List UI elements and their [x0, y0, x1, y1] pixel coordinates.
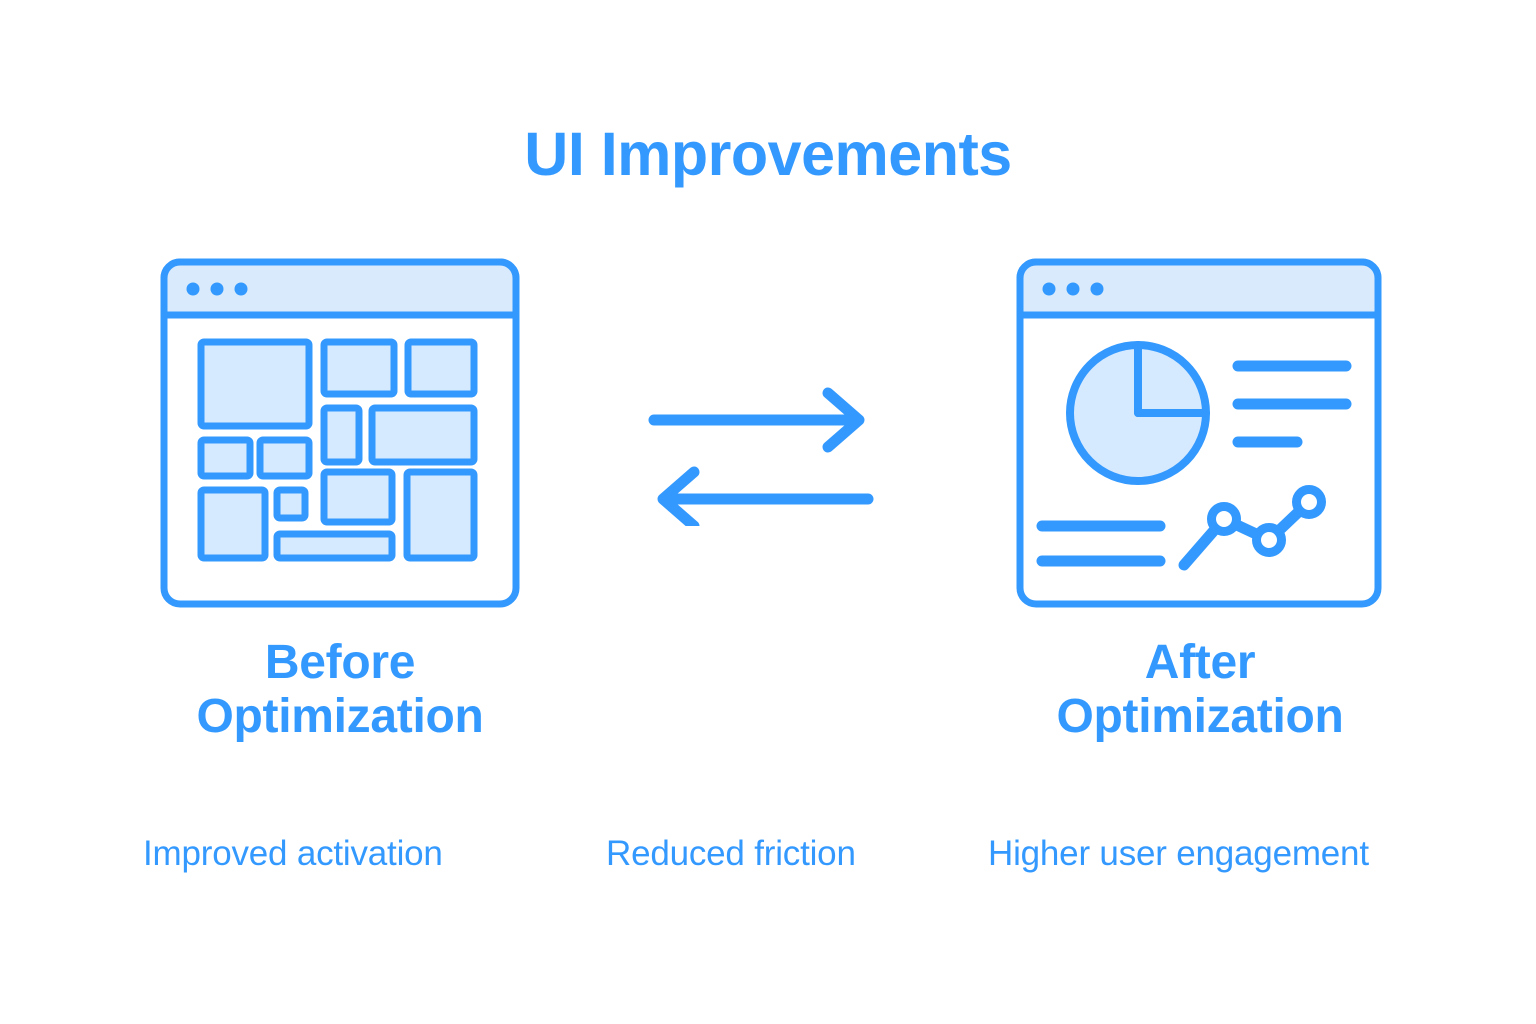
data-point-marker [1252, 523, 1286, 557]
window-dot-icon [1042, 282, 1056, 296]
after-window-illustration [1016, 258, 1382, 608]
content-box [368, 404, 478, 466]
window-titlebar-after [1016, 258, 1382, 319]
window-dot-icon [234, 282, 248, 296]
content-box [256, 436, 313, 480]
footnote-row: Improved activation Reduced friction Hig… [0, 836, 1536, 892]
window-dot-icon [1066, 282, 1080, 296]
footnote-higher-engagement: Higher user engagement [988, 834, 1369, 873]
arrow-left-head [657, 466, 700, 532]
content-box [273, 486, 309, 522]
after-caption-line1: After [1144, 636, 1256, 689]
transition-arrows [636, 386, 886, 532]
footnote-improved-activation: Improved activation [143, 834, 443, 873]
footnote-reduced-friction: Reduced friction [606, 834, 856, 873]
window-dot-icon [210, 282, 224, 296]
content-box [320, 468, 396, 526]
window-dot-icon [186, 282, 200, 296]
data-point-marker [1292, 485, 1326, 519]
content-box [320, 338, 398, 398]
window-dot-icon [1090, 282, 1104, 296]
after-caption: After Optimization [960, 636, 1440, 744]
content-box [197, 338, 313, 430]
before-caption-line1: Before [264, 636, 416, 689]
content-box [403, 468, 478, 562]
content-box [197, 436, 254, 480]
content-box [197, 486, 269, 562]
pie-chart-icon [1066, 341, 1210, 485]
content-box [404, 338, 478, 398]
before-caption-line2: Optimization [196, 689, 484, 743]
after-caption-line2: Optimization [1056, 689, 1344, 743]
before-window-illustration [160, 258, 520, 608]
page-title: UI Improvements [524, 120, 1012, 188]
content-box [273, 530, 396, 562]
data-point-marker [1207, 502, 1241, 536]
content-box [320, 404, 363, 466]
text-lines-bottom-left [1036, 520, 1166, 567]
window-titlebar-before [160, 258, 520, 319]
before-caption: Before Optimization [100, 636, 580, 744]
line-chart-icon [1178, 485, 1326, 571]
text-lines-right [1232, 360, 1352, 448]
arrow-right-head [822, 387, 865, 453]
